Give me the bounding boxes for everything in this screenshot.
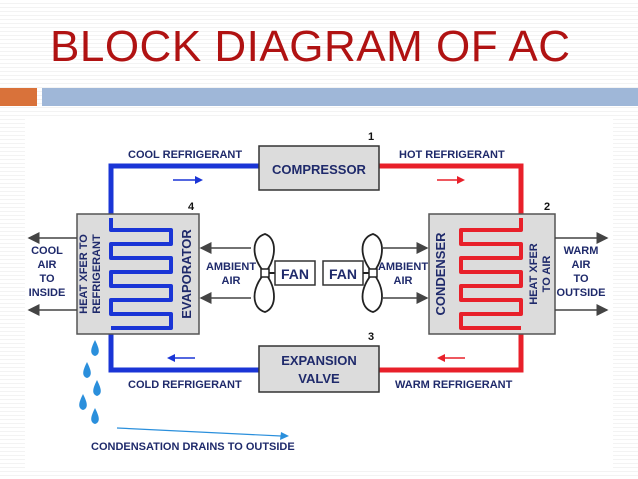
ambient-left-line2: AIR xyxy=(222,275,241,287)
diagram-panel: COMPRESSOR 1 EXPANSION VALVE 3 HEAT XFER… xyxy=(25,118,613,468)
fan-blades-icon xyxy=(253,233,275,313)
evaporator-heat-xfer-line1: HEAT XFER TO xyxy=(78,234,90,314)
warm-air-line1: WARM xyxy=(564,245,599,257)
fan-blades-icon xyxy=(361,233,383,313)
evaporator-coil xyxy=(109,218,173,330)
ac-block-diagram: COMPRESSOR 1 EXPANSION VALVE 3 HEAT XFER… xyxy=(27,131,609,453)
cool-air-line3: TO xyxy=(39,273,55,285)
cool-air-arrows xyxy=(27,232,77,316)
evaporator-block: HEAT XFER TO REFRIGERANT EVAPORATOR 4 xyxy=(76,201,200,335)
right-fan: FAN xyxy=(322,233,383,313)
compressor-block: COMPRESSOR 1 xyxy=(258,131,380,191)
ambient-left-line1: AMBIENT xyxy=(206,261,256,273)
cool-refrigerant-label: COOL REFRIGERANT xyxy=(128,149,242,161)
condensation-note: CONDENSATION DRAINS TO OUTSIDE xyxy=(91,441,295,453)
warm-air-line2: AIR xyxy=(572,259,591,271)
condenser-coil xyxy=(459,218,523,330)
warm-air-line3: TO xyxy=(573,273,589,285)
compressor-label: COMPRESSOR xyxy=(272,162,367,177)
flow-arrow-cold xyxy=(167,354,195,362)
ambient-air-left-arrows xyxy=(199,242,251,304)
slide-title: BLOCK DIAGRAM OF AC xyxy=(50,22,571,71)
hot-refrigerant-loop xyxy=(379,163,524,373)
condenser-number: 2 xyxy=(544,201,550,213)
warm-refrigerant-label: WARM REFRIGERANT xyxy=(395,379,513,391)
ambient-air-right-arrows xyxy=(383,242,429,304)
condenser-label: CONDENSER xyxy=(433,232,448,316)
ambient-right-line1: AMBIENT xyxy=(378,261,428,273)
cool-air-line4: INSIDE xyxy=(29,287,66,299)
accent-bar-orange xyxy=(0,88,37,106)
expansion-valve-number: 3 xyxy=(368,331,374,343)
condensation-drops-icon xyxy=(79,340,101,424)
evaporator-heat-xfer-line2: REFRIGERANT xyxy=(91,234,103,314)
cool-air-line2: AIR xyxy=(38,259,57,271)
condenser-heat-xfer-line2: TO AIR xyxy=(541,256,553,293)
condenser-block: CONDENSER HEAT XFER TO AIR 2 xyxy=(428,201,556,335)
compressor-number: 1 xyxy=(368,131,374,143)
hot-refrigerant-label: HOT REFRIGERANT xyxy=(399,149,505,161)
evaporator-number: 4 xyxy=(188,201,195,213)
evaporator-label: EVAPORATOR xyxy=(179,229,194,319)
left-fan-label: FAN xyxy=(281,266,309,282)
condenser-heat-xfer-line1: HEAT XFER xyxy=(528,243,540,305)
condensation-arrow xyxy=(116,427,289,440)
accent-bar-blue xyxy=(42,88,638,106)
ambient-right-line2: AIR xyxy=(394,275,413,287)
cool-air-line1: COOL xyxy=(31,245,63,257)
expansion-valve-line1: EXPANSION xyxy=(281,353,357,368)
flow-arrow-cool xyxy=(173,176,203,184)
warm-air-line4: OUTSIDE xyxy=(557,287,606,299)
cold-refrigerant-label: COLD REFRIGERANT xyxy=(128,379,242,391)
flow-arrow-warm xyxy=(437,354,465,362)
right-fan-label: FAN xyxy=(329,266,357,282)
expansion-valve-line2: VALVE xyxy=(298,371,340,386)
left-fan: FAN xyxy=(253,233,316,313)
flow-arrow-hot xyxy=(437,176,465,184)
expansion-valve-block: EXPANSION VALVE 3 xyxy=(258,331,380,393)
cold-refrigerant-loop xyxy=(108,163,259,373)
warm-air-arrows xyxy=(555,232,609,316)
